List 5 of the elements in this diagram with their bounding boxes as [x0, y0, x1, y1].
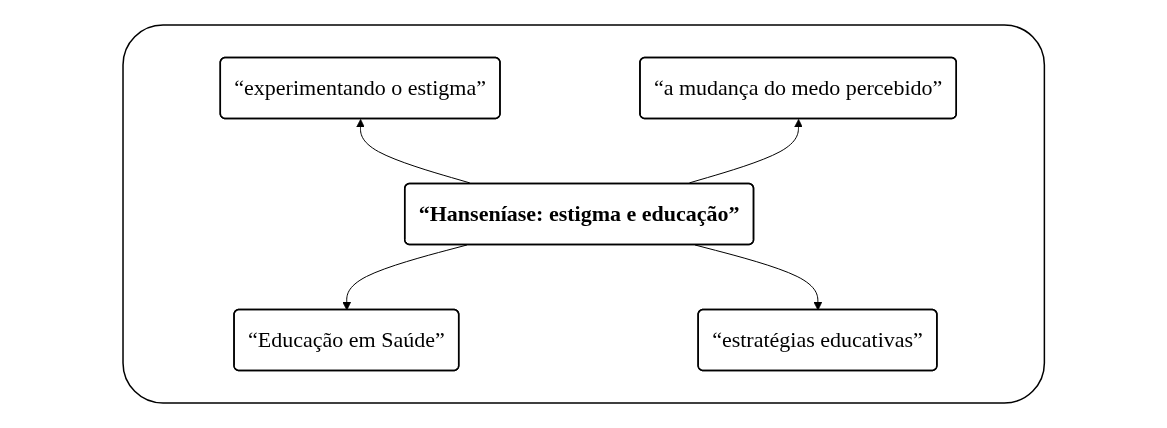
- arrow: [342, 244, 468, 311]
- arrow: [688, 119, 803, 184]
- arrow: [694, 244, 823, 311]
- cluster: [122, 24, 1045, 404]
- arrow: [355, 119, 471, 184]
